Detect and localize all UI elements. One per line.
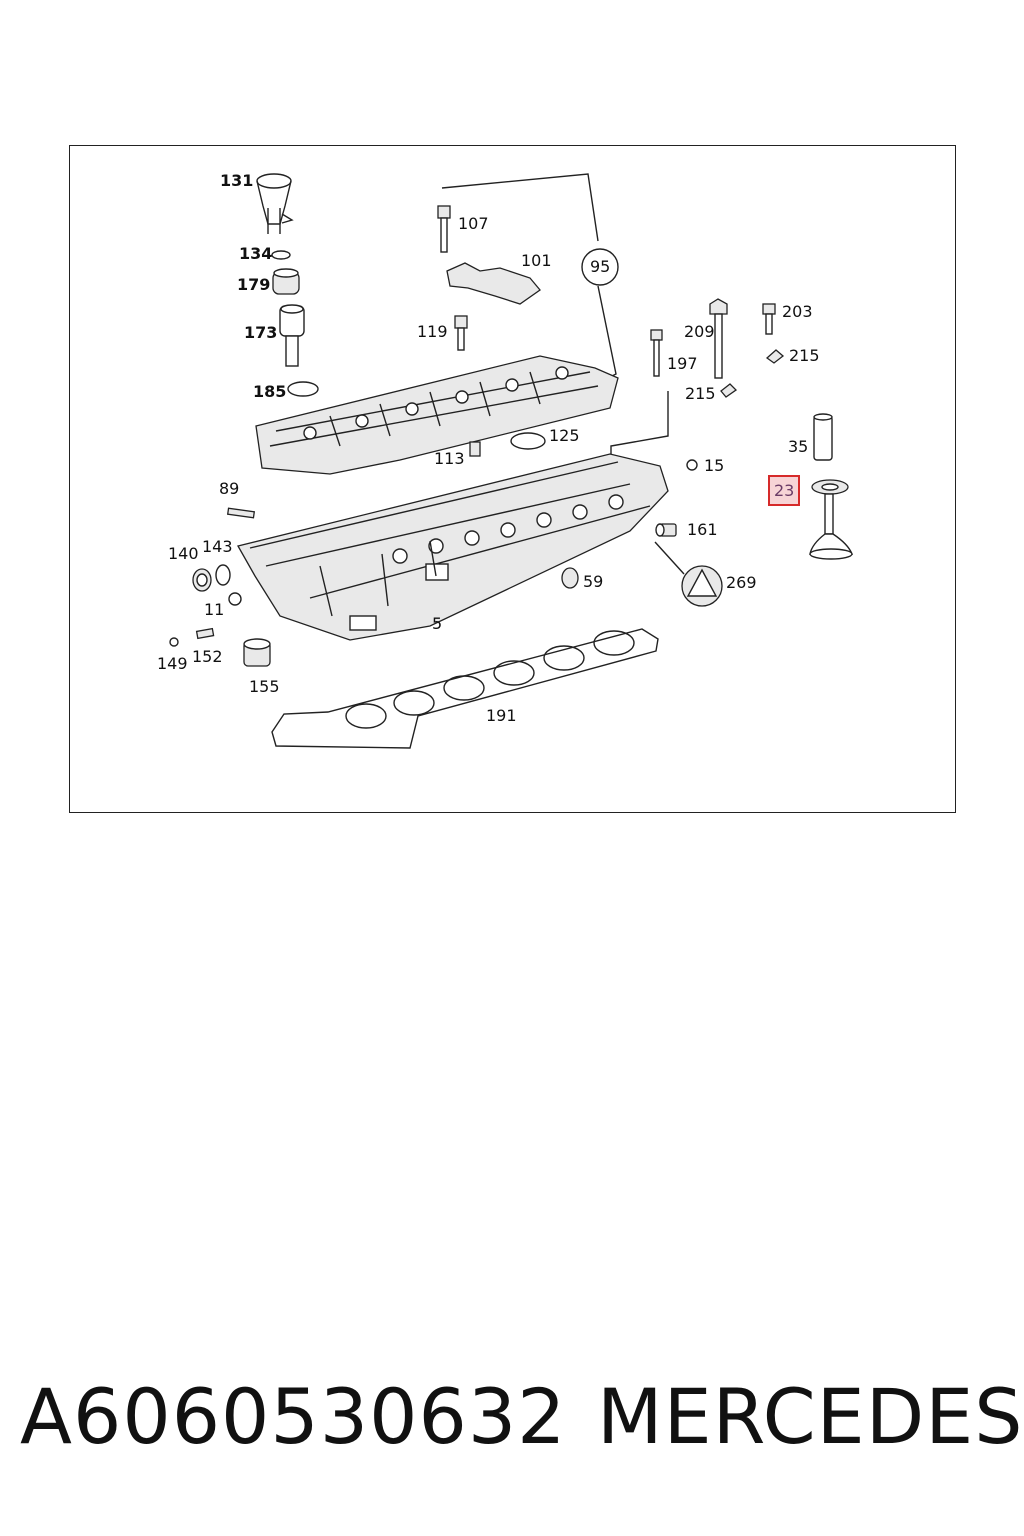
- part-155-sleeve: [243, 638, 271, 667]
- callout-125: 125: [549, 426, 580, 445]
- part-203-bolt: [762, 303, 776, 335]
- callout-11: 11: [204, 600, 225, 619]
- callout-101: 101: [521, 251, 552, 270]
- callout-185: 185: [253, 382, 287, 401]
- callout-143: 143: [202, 537, 233, 556]
- callout-215-lower: 215: [685, 384, 716, 403]
- part-134-ring: [271, 250, 291, 260]
- callout-89: 89: [219, 479, 240, 498]
- callout-15: 15: [704, 456, 725, 475]
- part-161-plug: [655, 523, 677, 537]
- camshaft-carrier-housing: [255, 355, 619, 475]
- callout-23-highlighted[interactable]: 23: [768, 475, 801, 506]
- callout-173: 173: [244, 323, 278, 342]
- part-185-ring: [287, 381, 319, 397]
- callout-134: 134: [239, 244, 273, 263]
- callout-152: 152: [192, 647, 223, 666]
- part-143-ring: [215, 564, 231, 586]
- bottom-caption: A6060530632 MERCEDES: [0, 1372, 1024, 1472]
- callout-215-upper: 215: [789, 346, 820, 365]
- part-number: A6060530632: [20, 1372, 567, 1461]
- part-125-seal: [510, 432, 546, 450]
- part-113-dowel: [469, 441, 481, 457]
- part-23-valve-stem-seal: [811, 479, 849, 495]
- part-119-bolt: [454, 315, 468, 351]
- bracket-line-head: [610, 391, 669, 462]
- part-215-keeper-bottom: [720, 383, 738, 398]
- parts-diagram-frame: 131 134 179 173 185 107 101 95 119 209 2…: [69, 145, 956, 813]
- part-89-stud: [226, 507, 256, 519]
- brand-name: MERCEDES: [597, 1372, 1024, 1461]
- callout-161: 161: [687, 520, 718, 539]
- group-95-circle: [581, 248, 619, 286]
- callout-149: 149: [157, 654, 188, 673]
- callout-5: 5: [432, 614, 443, 633]
- part-173-shaft: [279, 304, 305, 367]
- callout-155: 155: [249, 677, 280, 696]
- part-107-bolt: [437, 205, 451, 253]
- part-5-cylinder-head: [237, 453, 669, 641]
- part-59-plug: [561, 567, 579, 589]
- callout-95: 95: [590, 257, 611, 276]
- part-209-bolt: [709, 298, 728, 379]
- part-35-valve-guide: [813, 413, 833, 461]
- part-131-adapter: [256, 173, 294, 234]
- callout-119: 119: [417, 322, 448, 341]
- part-101-bearing-cap: [446, 262, 541, 305]
- callout-203: 203: [782, 302, 813, 321]
- part-191-head-gasket: [271, 628, 659, 749]
- callout-59: 59: [583, 572, 604, 591]
- callout-113: 113: [434, 449, 465, 468]
- callout-197: 197: [667, 354, 698, 373]
- valve: [809, 493, 854, 560]
- callout-131: 131: [220, 171, 254, 190]
- callout-209: 209: [684, 322, 715, 341]
- callout-269: 269: [726, 573, 757, 592]
- part-15-ring: [686, 459, 698, 471]
- cylinder-head-exploded-diagram: [169, 173, 854, 749]
- callout-179: 179: [237, 275, 271, 294]
- callout-107: 107: [458, 214, 489, 233]
- part-152-pin: [195, 627, 215, 640]
- callout-191: 191: [486, 706, 517, 725]
- part-179-bushing: [272, 268, 300, 295]
- callout-140: 140: [168, 544, 199, 563]
- part-215-keeper-top: [765, 349, 785, 364]
- callout-35: 35: [788, 437, 809, 456]
- part-11-ring: [228, 592, 242, 606]
- part-140-plug: [192, 568, 212, 592]
- part-197-bolt: [650, 329, 663, 377]
- part-269-cover: [654, 541, 723, 607]
- part-149-ball: [169, 637, 179, 647]
